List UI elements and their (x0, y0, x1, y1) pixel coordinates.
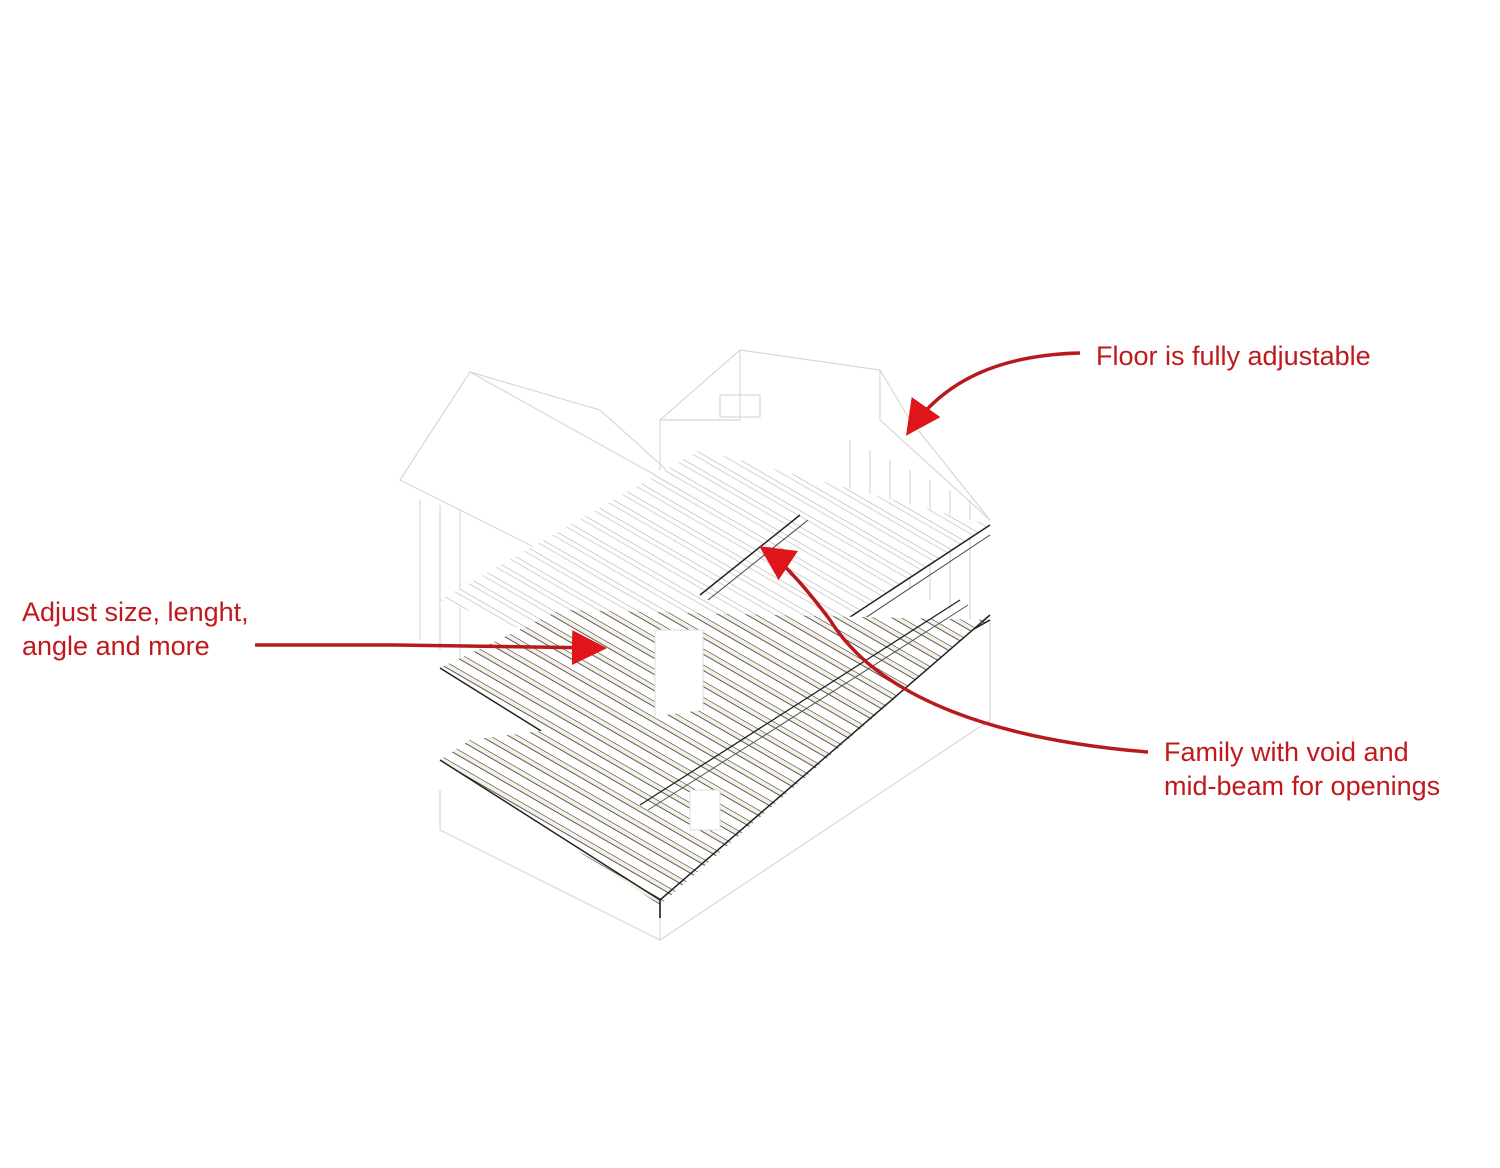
arrow-adjust (255, 630, 607, 666)
lower-floor (439, 599, 991, 918)
annotation-adjust-size: Adjust size, lenght, angle and more (22, 597, 249, 661)
annotation-floor-adjustable: Floor is fully adjustable (1096, 341, 1371, 371)
annotation-family-void: Family with void and mid-beam for openin… (1164, 737, 1441, 801)
annotation-arrows (255, 351, 1149, 754)
arrow-floor (905, 351, 1081, 436)
arrow-family (759, 546, 1149, 754)
